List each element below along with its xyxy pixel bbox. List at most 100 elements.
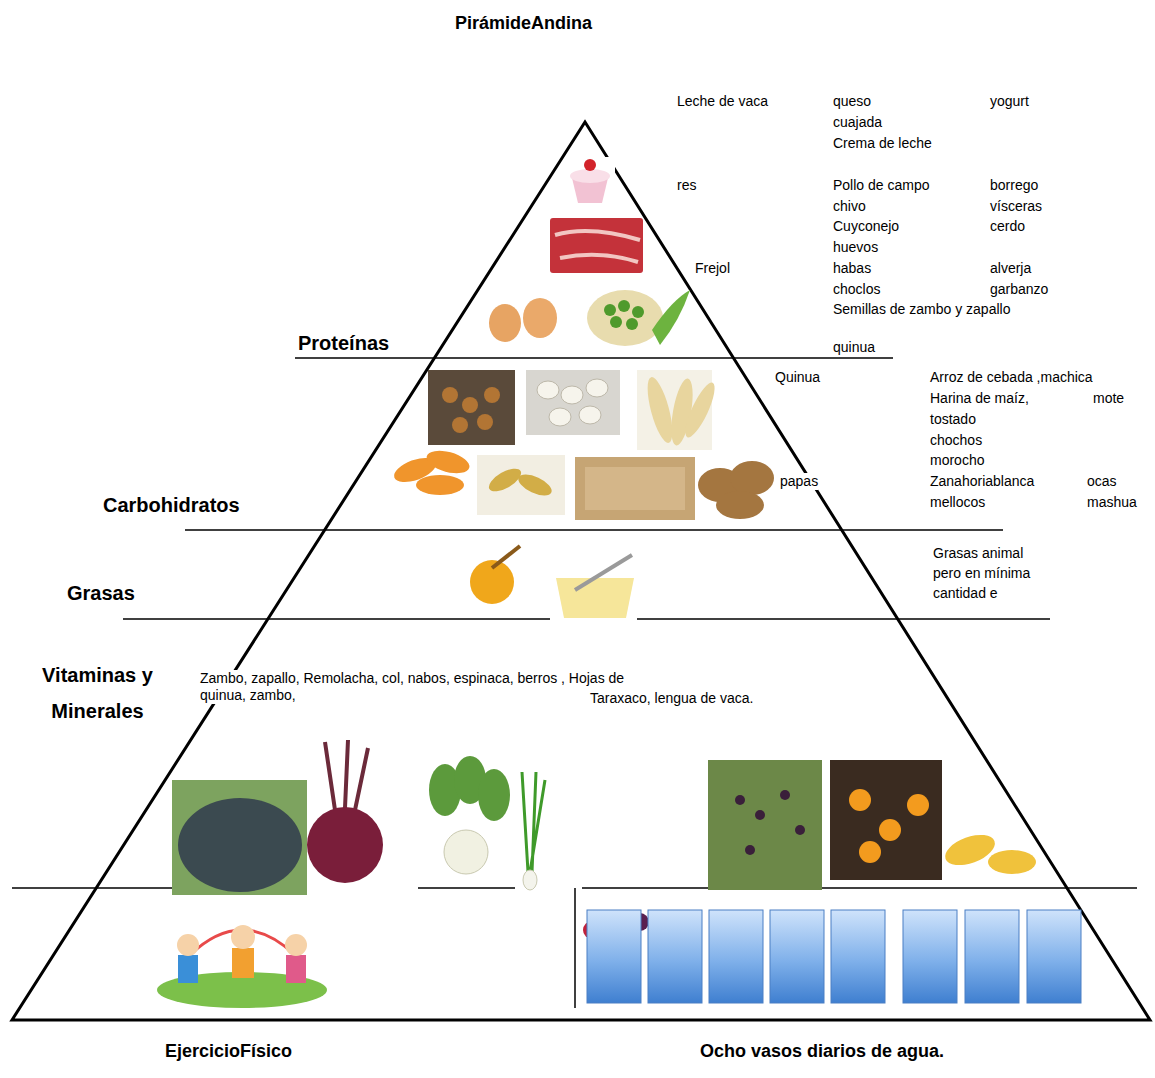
pea-pod	[652, 290, 690, 345]
fruit-tree-picture	[708, 760, 822, 890]
uvilla	[849, 789, 871, 811]
bean	[484, 387, 500, 403]
water-glass	[709, 910, 763, 1003]
group-label: Vitaminas y Minerales	[40, 657, 155, 729]
potato	[730, 461, 774, 495]
food-item: Semillas de zambo y zapallo	[833, 301, 1010, 318]
uvilla	[859, 841, 881, 863]
butter-knife	[575, 555, 632, 590]
leaf	[478, 769, 510, 821]
mashua-picture	[477, 455, 565, 515]
divider-line	[574, 888, 576, 1008]
divider-line	[123, 618, 550, 620]
food-item: borrego	[990, 177, 1038, 194]
pyramid-outline	[12, 122, 1150, 1020]
group-label: Grasas	[67, 582, 135, 604]
mote-picture	[526, 370, 620, 435]
divider-line	[418, 887, 515, 889]
food-item: res	[677, 177, 696, 194]
pea-bowl	[587, 290, 663, 346]
taxos	[941, 829, 1036, 874]
berry	[755, 810, 765, 820]
meat-picture	[550, 218, 643, 273]
food-item: Frejol	[695, 260, 730, 277]
egg	[489, 304, 521, 342]
water-glass	[648, 910, 702, 1003]
footer-label: EjercicioFísico	[165, 1040, 292, 1062]
tree-berries	[735, 790, 805, 855]
berry	[735, 795, 745, 805]
bean	[462, 397, 478, 413]
child-body	[232, 948, 254, 978]
mashuas	[485, 464, 554, 500]
berry	[780, 790, 790, 800]
beans	[442, 387, 500, 433]
food-note: Grasas animal pero en mínima cantidad e	[933, 543, 1053, 603]
egg	[523, 298, 557, 338]
food-item: Cuyconejo	[833, 218, 899, 235]
bean	[442, 387, 458, 403]
food-item: cerdo	[990, 218, 1025, 235]
taxo	[988, 850, 1036, 874]
zapallo	[178, 798, 302, 892]
beet	[307, 807, 383, 883]
food-item: quinua	[833, 339, 875, 356]
food-item: habas	[833, 260, 871, 277]
bean	[477, 414, 493, 430]
food-item: queso	[833, 93, 871, 110]
food-item: huevos	[833, 239, 878, 256]
potato	[716, 491, 764, 519]
mote-grain	[579, 406, 601, 424]
food-item: chivo	[833, 198, 866, 215]
food-item: chochos	[930, 432, 982, 449]
grain-picture	[575, 457, 695, 520]
footer-label: Ocho vasos diarios de agua.	[700, 1040, 944, 1062]
mote-grain	[561, 386, 583, 404]
child-head	[285, 934, 307, 956]
pea	[610, 316, 622, 328]
water-glass	[965, 910, 1019, 1003]
water-glass	[587, 910, 641, 1003]
onion-leaves	[522, 772, 545, 872]
food-item: Harina de maíz,	[930, 390, 1029, 407]
strawberry	[584, 159, 596, 171]
divider-line	[295, 357, 893, 359]
food-item: Quinua	[775, 369, 820, 386]
grain-texture	[585, 467, 685, 510]
food-item: Taraxaco, lengua de vaca.	[590, 690, 753, 707]
group-label: Proteínas	[298, 332, 389, 354]
pea	[618, 300, 630, 312]
butter-tub	[556, 578, 634, 618]
uvilla-picture	[830, 760, 942, 880]
potatoes	[698, 461, 774, 519]
bean	[452, 417, 468, 433]
food-item: mellocos	[930, 494, 985, 511]
ocas	[391, 447, 472, 495]
child-body	[286, 955, 306, 983]
water-glass	[770, 910, 824, 1003]
onion-bulb	[523, 870, 537, 890]
food-item: mote	[1093, 390, 1124, 407]
honey-dipper	[492, 546, 520, 568]
food-item: Leche de vaca	[677, 93, 768, 110]
food-item: ocas	[1087, 473, 1117, 490]
food-item: cuajada	[833, 114, 882, 131]
band-dividers	[12, 358, 1137, 1008]
food-item: papas	[780, 473, 818, 490]
child-head	[231, 925, 255, 949]
turnip-leaves	[429, 756, 510, 821]
yogurt-top	[570, 169, 610, 183]
food-item: choclos	[833, 281, 880, 298]
pea	[604, 304, 616, 316]
children	[177, 925, 307, 983]
water-glass	[831, 910, 885, 1003]
yogurt-picture	[565, 157, 615, 205]
oca	[424, 447, 472, 478]
meat-fat	[555, 231, 640, 262]
turnip	[444, 830, 488, 874]
mote	[537, 379, 608, 426]
divider-line	[637, 618, 1050, 620]
oca	[416, 475, 464, 495]
mote-grain	[537, 381, 559, 399]
